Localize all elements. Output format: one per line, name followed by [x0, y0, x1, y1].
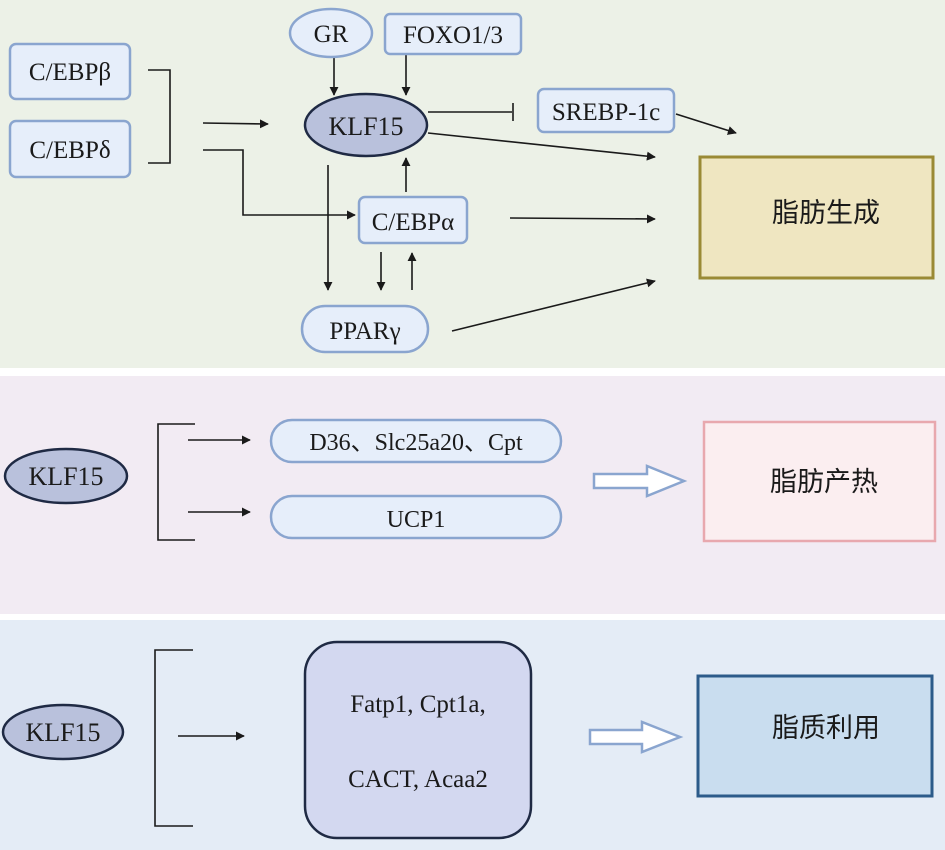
node-cebpa: C/EBPα: [357, 195, 469, 245]
arrow-cebpa-to-adipogenesis: [509, 214, 656, 224]
node-gr: GR: [288, 7, 374, 59]
node-klf15: KLF15: [303, 92, 429, 158]
node-klf15-label: KLF15: [328, 112, 403, 141]
outcome-lipid-utilization: 脂质利用: [696, 674, 934, 798]
node-cebpd-label: C/EBPδ: [29, 137, 110, 164]
cebp-bracket: [148, 69, 171, 164]
outcome-lipid-utilization-label: 脂质利用: [772, 713, 880, 744]
node-srebp-label: SREBP-1c: [552, 99, 660, 126]
node-cebpb: C/EBPβ: [8, 42, 132, 101]
panel-3-genes-line1: Fatp1, Cpt1a,: [350, 691, 485, 718]
panel-2-genes1-label: D36、Slc25a20、Cpt: [309, 430, 523, 456]
panel-2-ucp1: UCP1: [269, 494, 563, 540]
node-cebpb-label: C/EBPβ: [29, 59, 111, 86]
arrow-cebp-to-klf15: [202, 119, 269, 129]
panel-3-genes: Fatp1, Cpt1a, CACT, Acaa2: [303, 640, 533, 840]
outcome-thermogenesis: 脂肪产热: [702, 420, 937, 543]
node-cebpd: C/EBPδ: [8, 119, 132, 179]
panel-lipid-utilization: KLF15 Fatp1, Cpt1a, CACT, Acaa2 脂质利用: [0, 620, 945, 850]
arrow-klf15-to-adipogenesis: [427, 132, 656, 161]
panel-2-ucp1-label: UCP1: [387, 507, 446, 533]
panel-2-genes1: D36、Slc25a20、Cpt: [269, 418, 563, 464]
panel-1-connectors: [148, 55, 737, 332]
panel-3-genes-line2: CACT, Acaa2: [348, 766, 488, 793]
panel-3-klf15: KLF15: [1, 703, 125, 761]
panel-2-klf15: KLF15: [3, 447, 129, 505]
panel-3-klf15-label: KLF15: [25, 718, 100, 747]
outcome-thermogenesis-label: 脂肪产热: [770, 467, 878, 498]
arrow-ppar-to-adipogenesis: [451, 278, 656, 332]
outcome-adipogenesis-label: 脂肪生成: [772, 198, 880, 229]
panel-3-bracket: [154, 649, 193, 827]
panel-3-hollow-arrow: [588, 720, 684, 754]
arrow-cebp-to-cebpa: [203, 149, 356, 220]
node-cebpa-label: C/EBPα: [372, 209, 455, 236]
panel-2-klf15-label: KLF15: [28, 462, 103, 491]
node-foxo: FOXO1/3: [383, 12, 523, 56]
panel-2-hollow-arrow: [592, 464, 688, 498]
node-ppar-label: PPARγ: [329, 318, 400, 345]
panel-adipogenesis: C/EBPβ C/EBPδ GR FOXO1/3 KLF15 SREBP-1c …: [0, 0, 945, 368]
panel-2-connectors: [157, 423, 251, 541]
node-foxo-label: FOXO1/3: [403, 22, 503, 49]
panel-3-connectors: [154, 649, 245, 827]
node-gr-label: GR: [314, 21, 349, 48]
node-ppar: PPARγ: [300, 304, 430, 354]
panel-2-bracket: [157, 423, 195, 541]
arrow-srebp-to-adipogenesis: [675, 113, 737, 135]
outcome-adipogenesis: 脂肪生成: [698, 155, 935, 280]
panel-thermogenesis: KLF15 D36、Slc25a20、Cpt UCP1 脂肪产热: [0, 376, 945, 614]
node-srebp: SREBP-1c: [536, 87, 676, 134]
